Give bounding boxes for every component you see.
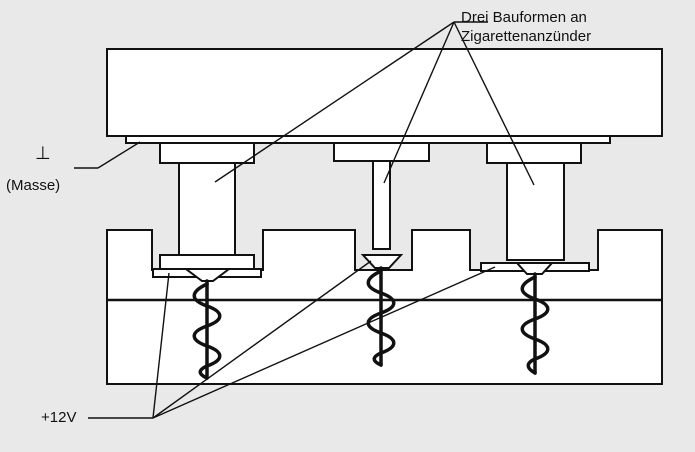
plug-left [152,142,262,282]
plug-right [480,142,590,275]
leader-lines-top [214,21,535,186]
spring-right [520,272,550,375]
ground-symbol: ⊥ [35,143,51,163]
voltage-label: +12V [41,409,77,426]
title-label-line1: Drei Bauformen an [461,9,587,26]
upper-block [106,48,663,144]
ground-label: (Masse) [6,177,61,194]
spring-left [192,279,222,380]
leader-line-ground [74,141,141,169]
plug-middle [333,142,430,269]
title-label-line2: Zigarettenanzünder [461,28,592,45]
leader-lines-voltage [88,260,496,419]
